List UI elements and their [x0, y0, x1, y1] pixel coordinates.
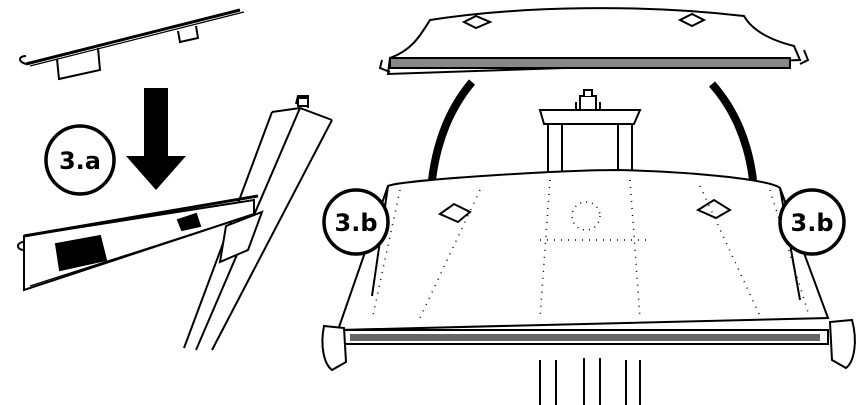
support-post [183, 95, 333, 351]
brush-head-top [378, 7, 810, 76]
step-badge-3b-right: 3.b [778, 188, 846, 256]
step-3a-panel: 3.a [17, 8, 333, 351]
step-label-3b-right: 3.b [791, 209, 834, 237]
brush-body [321, 168, 856, 405]
step-badge-3b-left: 3.b [322, 188, 390, 256]
central-mount [538, 89, 642, 178]
step-badge-3a: 3.a [44, 124, 116, 196]
small-rail-part [19, 8, 245, 81]
step-label-3a: 3.a [59, 147, 101, 175]
rail-mounted [17, 194, 259, 292]
down-arrow [126, 88, 186, 190]
step-label-3b-left: 3.b [335, 209, 378, 237]
step-3b-panel: 3.b 3.b [321, 7, 856, 405]
